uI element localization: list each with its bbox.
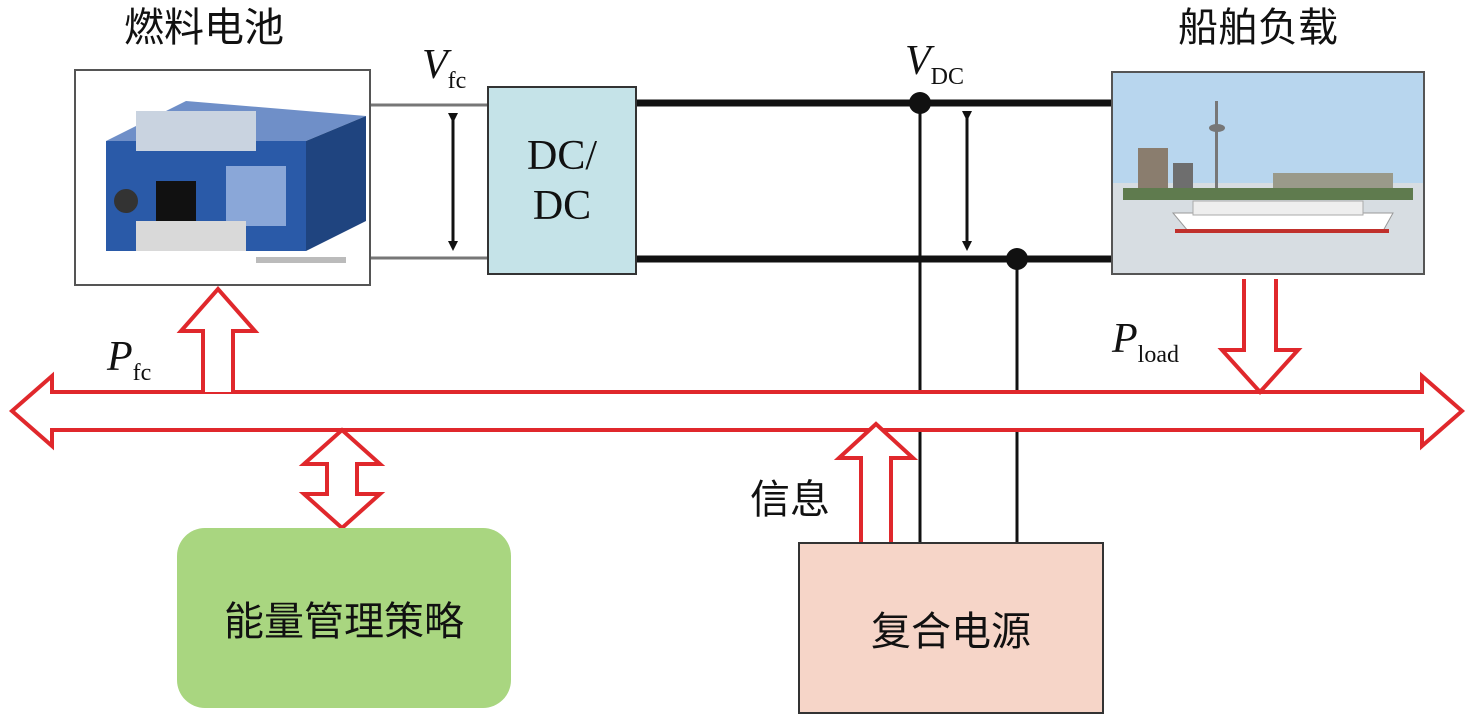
pfc-symbol: P [107, 334, 133, 380]
dcdc-label-line1: DC/ [526, 132, 597, 179]
vfc-label: Vfc [422, 44, 466, 102]
pload-label: Pload [1112, 318, 1179, 376]
energy-management-block: 能量管理策略 [177, 528, 511, 708]
hybrid-power-label: 复合电源 [871, 609, 1031, 655]
pfc-label: Pfc [107, 336, 151, 394]
information-bus [8, 371, 1466, 451]
fuel-cell-title: 燃料电池 [124, 5, 284, 51]
vdc-label: VDC [905, 40, 964, 98]
vdc-symbol: V [905, 38, 931, 84]
ship-load-image [1111, 71, 1425, 275]
info-arrow [833, 421, 919, 542]
vfc-symbol: V [422, 42, 448, 88]
vfc-subscript: fc [447, 68, 467, 94]
pfc-subscript: fc [132, 360, 152, 386]
dcdc-converter-block: DC/ DC [487, 86, 637, 275]
vdc-subscript: DC [930, 64, 964, 90]
fuel-cell-image [74, 69, 371, 286]
dcdc-label-line2: DC [532, 182, 592, 229]
pfc-arrow [176, 285, 260, 392]
ship-load-title: 船舶负载 [1178, 5, 1338, 51]
energy-management-label: 能量管理策略 [224, 599, 464, 645]
pload-subscript: load [1137, 342, 1179, 368]
hybrid-power-block: 复合电源 [798, 542, 1104, 714]
information-label: 信息 [750, 477, 830, 523]
pload-arrow [1217, 279, 1303, 395]
pload-symbol: P [1112, 316, 1138, 362]
ems-arrow [298, 427, 386, 531]
